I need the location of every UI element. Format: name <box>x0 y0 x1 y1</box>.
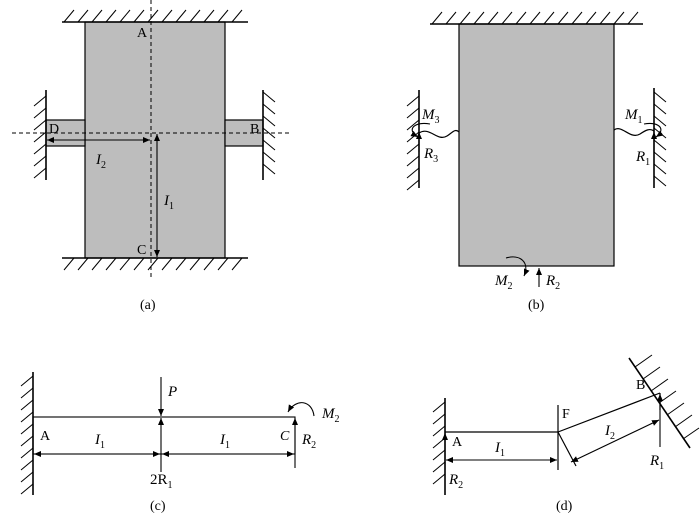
left-wall-d <box>432 398 446 495</box>
label-a-l1: I1 <box>163 193 174 212</box>
label-a-D: D <box>49 122 59 137</box>
label-b-R1: R1 <box>635 149 650 168</box>
panel-b: M3 R3 M1 R1 M2 R2 (b) <box>406 11 667 313</box>
label-c-A: A <box>40 429 51 444</box>
caption-a: (a) <box>140 298 156 313</box>
beam-c <box>32 416 296 455</box>
label-d-R2: R2 <box>448 472 463 491</box>
label-c-P: P <box>167 384 177 400</box>
member-fb-bottom <box>570 419 660 463</box>
moment-m3-arrow <box>410 122 431 138</box>
label-d-A: A <box>452 435 463 450</box>
inclined-wall-d <box>628 354 700 449</box>
break-line-right <box>613 128 655 136</box>
bottom-wall-a <box>62 257 248 271</box>
moment-m1-arrow <box>643 122 664 138</box>
block-b <box>458 23 615 267</box>
panel-c: P A C I1 I1 R2 M2 2R1 (c) <box>20 372 340 514</box>
label-c-l1-left: I1 <box>94 432 105 451</box>
left-wall-b <box>406 90 420 191</box>
label-b-R3: R3 <box>423 146 438 165</box>
panel-a: A D B C I2 I1 (a) <box>12 0 292 313</box>
label-c-C: C <box>280 429 290 444</box>
break-line-left <box>418 129 460 138</box>
label-a-A: A <box>137 26 148 41</box>
right-wall-a <box>262 90 276 180</box>
moment-m2-arrow <box>505 256 530 277</box>
label-b-M2: M2 <box>494 273 513 292</box>
label-a-l2: I2 <box>95 152 106 171</box>
label-d-F: F <box>562 407 570 422</box>
label-d-R1: R1 <box>649 453 664 472</box>
label-d-B: B <box>636 378 645 393</box>
f-hinge-line <box>557 431 577 467</box>
left-wall-a <box>33 90 47 180</box>
label-c-M2: M2 <box>321 406 340 425</box>
top-wall-a <box>62 9 248 23</box>
caption-c: (c) <box>150 499 166 514</box>
label-d-l2: I2 <box>604 423 615 442</box>
right-wall-b <box>653 88 667 188</box>
moment-m2-arrow-c <box>287 402 315 417</box>
label-b-M3: M3 <box>421 107 440 126</box>
label-a-C: C <box>137 243 146 258</box>
label-d-l1: I1 <box>494 440 505 459</box>
left-wall-c <box>20 372 34 495</box>
label-a-B: B <box>250 122 259 137</box>
label-b-R2: R2 <box>545 273 560 292</box>
panel-d: A F B I1 I2 R2 R1 (d) <box>432 354 700 514</box>
caption-b: (b) <box>528 298 545 313</box>
label-c-R2: R2 <box>301 432 316 451</box>
label-b-M1: M1 <box>624 107 643 126</box>
top-wall-b <box>430 11 643 25</box>
caption-d: (d) <box>556 499 573 514</box>
label-c-l1-right: I1 <box>219 432 230 451</box>
label-c-2R1: 2R1 <box>150 472 173 491</box>
